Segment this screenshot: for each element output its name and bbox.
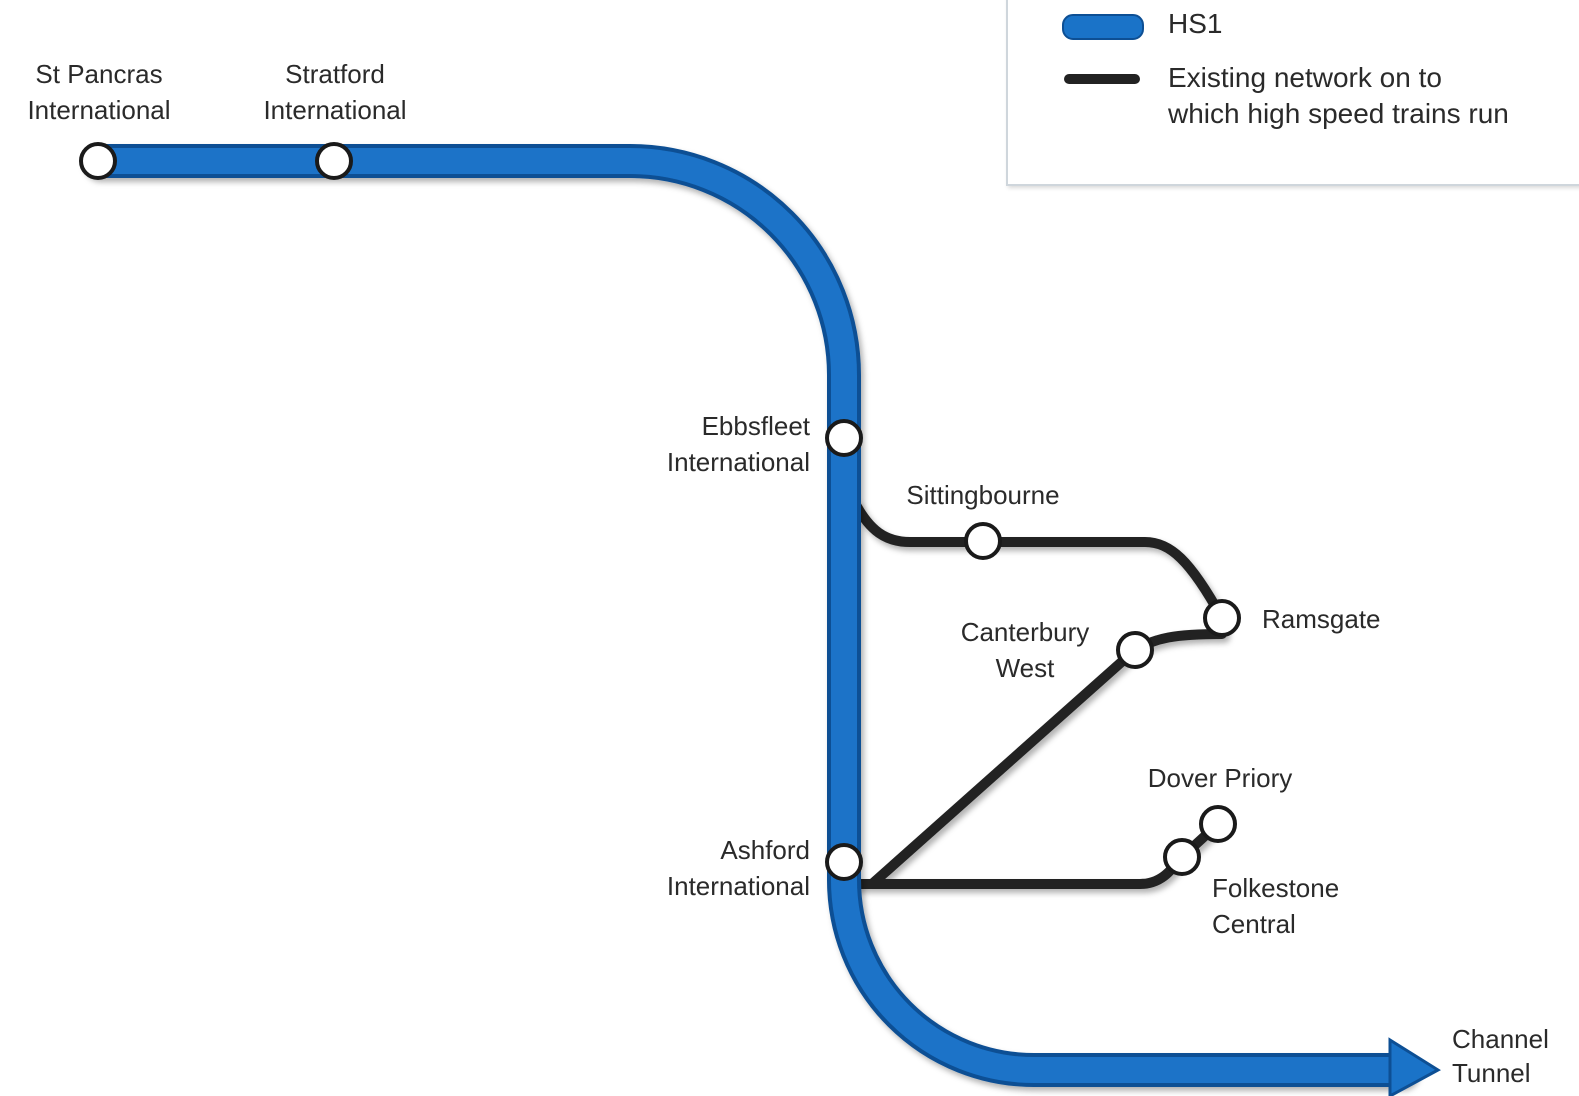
station-name-line1: Stratford <box>285 59 385 89</box>
legend-network-line2: which high speed trains run <box>1168 98 1509 129</box>
legend-network-line1: Existing network on to <box>1168 62 1442 93</box>
station-label-ashford: Ashford International <box>620 832 810 904</box>
station-name-line2: Central <box>1212 909 1296 939</box>
legend-hs1-swatch <box>1062 14 1144 40</box>
station-name-line1: Ashford <box>720 835 810 865</box>
station-name-line1: Sittingbourne <box>906 480 1060 510</box>
station-marker-sittingbourne[interactable] <box>964 522 1002 560</box>
station-name-line2: West <box>995 653 1055 683</box>
station-label-channel-tunnel: Channel Tunnel <box>1452 1022 1579 1090</box>
station-name-line1: Dover Priory <box>1147 763 1293 793</box>
station-name-line2: International <box>666 447 810 477</box>
station-marker-ramsgate[interactable] <box>1203 599 1241 637</box>
station-markers <box>79 142 1241 881</box>
station-label-stratford: Stratford International <box>250 56 420 128</box>
station-marker-ashford[interactable] <box>825 843 863 881</box>
hs1-line-fill <box>85 148 1413 1083</box>
station-name-line2: Tunnel <box>1452 1058 1531 1088</box>
station-label-ebbsfleet: Ebbsfleet International <box>620 408 810 480</box>
station-marker-stratford[interactable] <box>315 142 353 180</box>
station-name-line1: Ebbsfleet <box>701 411 810 441</box>
station-label-st-pancras: St Pancras International <box>14 56 184 128</box>
legend-network-swatch <box>1064 74 1140 84</box>
station-label-dover-priory: Dover Priory <box>1130 760 1310 796</box>
line-ashford-canterbury <box>867 645 1140 889</box>
station-marker-ebbsfleet[interactable] <box>825 419 863 457</box>
station-name-line1: St Pancras <box>35 59 163 89</box>
station-name-line2: International <box>263 95 407 125</box>
station-label-ramsgate: Ramsgate <box>1262 601 1422 637</box>
station-marker-canterbury-west[interactable] <box>1116 631 1154 669</box>
existing-network-lines <box>851 500 1227 889</box>
legend-hs1-label: HS1 <box>1168 8 1223 39</box>
station-name-line1: Ramsgate <box>1262 604 1381 634</box>
station-label-folkestone: Folkestone Central <box>1212 870 1382 942</box>
channel-tunnel-arrow <box>1388 1037 1441 1096</box>
station-name-line2: International <box>27 95 171 125</box>
station-name-line2: International <box>666 871 810 901</box>
station-marker-folkestone[interactable] <box>1163 838 1201 876</box>
line-ebbsfleet-ramsgate <box>851 500 1227 623</box>
station-label-sittingbourne: Sittingbourne <box>888 477 1078 513</box>
map-legend: HS1 Existing network on to which high sp… <box>1006 0 1579 186</box>
station-name-line1: Canterbury <box>960 617 1090 647</box>
station-name-line1: Folkestone <box>1212 873 1340 903</box>
station-name-line1: Channel <box>1452 1024 1549 1054</box>
hs1-line <box>81 144 1417 1087</box>
legend-network-label: Existing network on to which high speed … <box>1168 60 1509 132</box>
station-label-canterbury-west: Canterbury West <box>940 614 1110 686</box>
station-marker-dover-priory[interactable] <box>1199 805 1237 843</box>
station-marker-st-pancras[interactable] <box>79 142 117 180</box>
